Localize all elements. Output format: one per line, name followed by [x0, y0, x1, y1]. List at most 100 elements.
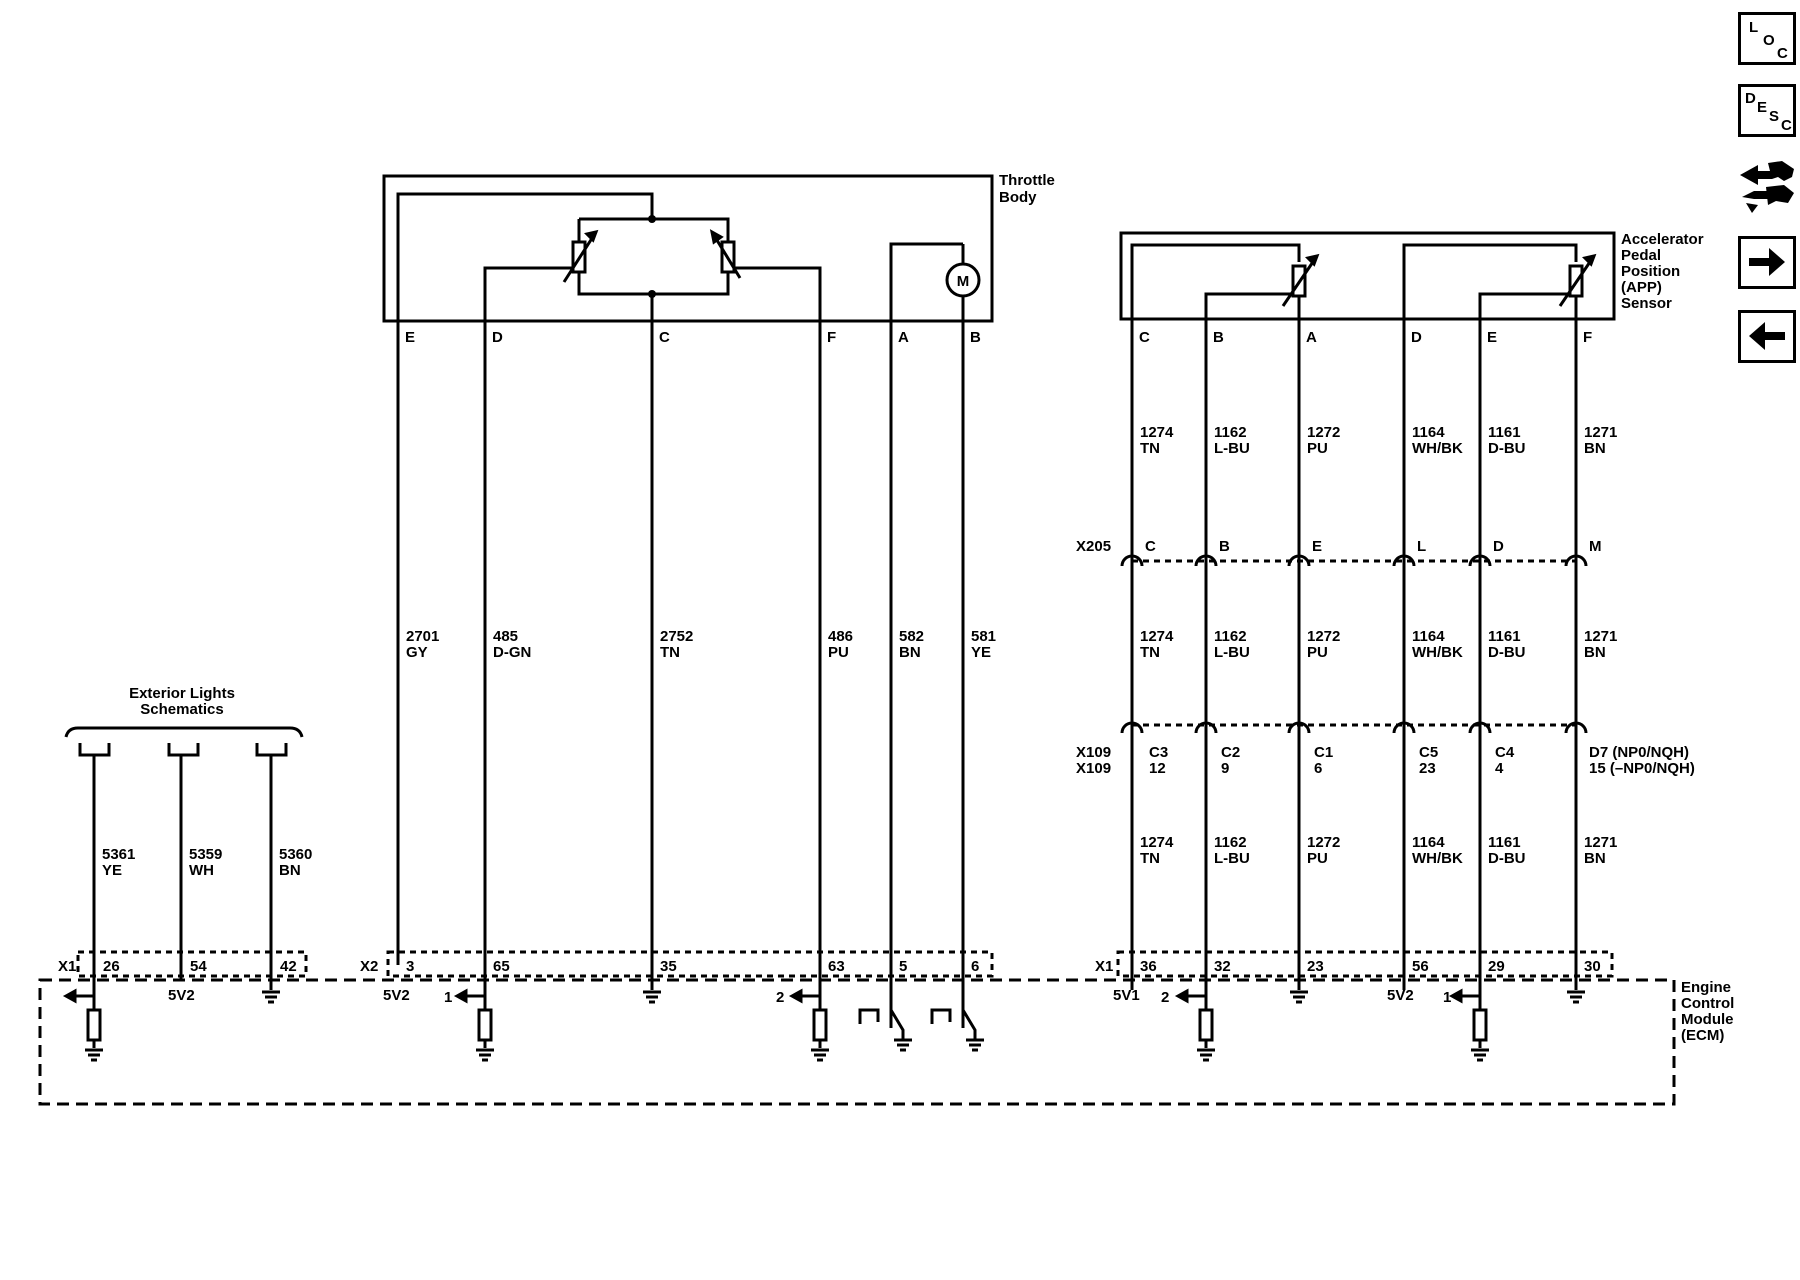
connector-tool-icon[interactable]: [1738, 155, 1796, 220]
x109-pin: C1: [1314, 744, 1333, 761]
wire-circuit: 5359: [189, 846, 222, 863]
wire-color: PU: [1307, 440, 1328, 457]
wire-color: PU: [1307, 644, 1328, 661]
ext-lights-bracket: [64, 726, 304, 757]
wire-color: WH/BK: [1412, 440, 1463, 457]
ecm-title-line: Control: [1681, 995, 1734, 1012]
throttle-wires: [396, 321, 965, 1028]
reference-voltage: 5V2: [383, 987, 410, 1004]
x205-pin: L: [1417, 538, 1426, 555]
wire-circuit: 5361: [102, 846, 135, 863]
signal-number: 2: [776, 989, 784, 1006]
x109-pin: D7 (NP0/NQH): [1589, 744, 1689, 761]
description-button[interactable]: D E S C: [1738, 84, 1796, 137]
x1-left-connector: [76, 950, 308, 978]
app-title: Accelerator Pedal Position (APP) Sensor: [1621, 231, 1704, 312]
ecm-pin: 32: [1214, 958, 1231, 975]
app-pin-labels: C B A D E F: [1139, 329, 1592, 346]
wire-color: L-BU: [1214, 850, 1250, 867]
motor-icon: M: [945, 262, 981, 298]
wire-circuit: 1164: [1412, 628, 1445, 645]
wire-color: D-BU: [1488, 644, 1526, 661]
ecm-pin: 6: [971, 958, 979, 975]
x109-pin: 23: [1419, 760, 1436, 777]
pin-label: A: [898, 329, 909, 346]
ecm-pin: 23: [1307, 958, 1324, 975]
x109-pin: 4: [1495, 760, 1504, 777]
pin-label: B: [970, 329, 981, 346]
wire-color: PU: [1307, 850, 1328, 867]
app-wire-labels-mid: 1274 TN 1162 L-BU 1272 PU 1164 WH/BK 116…: [1140, 628, 1617, 661]
wire-circuit: 1162: [1214, 834, 1247, 851]
app-title-line: Accelerator: [1621, 231, 1704, 248]
exterior-lights-ref: Exterior Lights Schematics: [129, 685, 235, 718]
app-wires: [1130, 319, 1578, 1000]
ecm-pin: 54: [190, 958, 207, 975]
connector-label: X1: [1095, 958, 1113, 975]
ecm-title-line: Engine: [1681, 979, 1731, 996]
arrow-right-icon: [1749, 248, 1785, 276]
location-button[interactable]: L O C: [1738, 12, 1796, 65]
wire-color: L-BU: [1214, 440, 1250, 457]
wire-circuit: 1272: [1307, 834, 1340, 851]
pin-label: D: [1411, 329, 1422, 346]
wire-circuit: 1164: [1412, 424, 1445, 441]
wire-circuit: 486: [828, 628, 853, 645]
connector-label: X2: [360, 958, 378, 975]
app-title-line: Position: [1621, 263, 1680, 280]
ecm-pin: 56: [1412, 958, 1429, 975]
throttle-body-component: [382, 174, 994, 330]
wire-circuit: 1162: [1214, 424, 1247, 441]
wire-color: TN: [1140, 850, 1160, 867]
x2-connector: [386, 950, 994, 978]
wire-color: BN: [1584, 440, 1606, 457]
reference-voltage: 5V2: [1387, 987, 1414, 1004]
arrow-left-icon: [1749, 322, 1785, 350]
desc-letter: E: [1757, 99, 1768, 116]
x109-pin: C4: [1495, 744, 1515, 761]
wire-color: YE: [971, 644, 991, 661]
wire-circuit: 582: [899, 628, 924, 645]
x109-pin: 12: [1149, 760, 1166, 777]
pin-label: F: [1583, 329, 1592, 346]
x109-pin: C3: [1149, 744, 1168, 761]
throttle-pin-labels: E D C F A B: [405, 329, 981, 346]
wire-color: L-BU: [1214, 644, 1250, 661]
loc-letter: C: [1777, 45, 1788, 62]
wire-circuit: 1272: [1307, 628, 1340, 645]
signal-number: 1: [1443, 989, 1451, 1006]
wire-color: PU: [828, 644, 849, 661]
wire-circuit: 1274: [1140, 424, 1174, 441]
connector-label: X1: [58, 958, 76, 975]
reference-voltage: 5V2: [168, 987, 195, 1004]
app-title-line: Pedal: [1621, 247, 1661, 264]
x205-pin: M: [1589, 538, 1602, 555]
ecm-pin: 3: [406, 958, 414, 975]
motor-driver-switch-icons: [858, 1000, 977, 1040]
ecm-title: Engine Control Module (ECM): [1681, 979, 1734, 1044]
ecm-pin: 36: [1140, 958, 1157, 975]
wire-circuit: 581: [971, 628, 996, 645]
app-sensor-component: [1119, 231, 1616, 330]
x205-pin: D: [1493, 538, 1504, 555]
wire-circuit: 2701: [406, 628, 439, 645]
x109-pin: 15 (–NP0/NQH): [1589, 760, 1695, 777]
wire-circuit: 485: [493, 628, 518, 645]
ecm-title-line: (ECM): [1681, 1027, 1724, 1044]
wire-circuit: 1274: [1140, 628, 1174, 645]
wire-circuit: 2752: [660, 628, 693, 645]
pin-label: E: [1487, 329, 1497, 346]
wire-color: D-BU: [1488, 440, 1526, 457]
x109-label-1: X109: [1076, 744, 1111, 761]
wire-circuit: 1161: [1488, 628, 1521, 645]
x109-label-2: X109: [1076, 760, 1111, 777]
wire-circuit: 1161: [1488, 834, 1521, 851]
x1-right-connector: [1116, 950, 1614, 978]
ecm-pin: 63: [828, 958, 845, 975]
wire-circuit: 1271: [1584, 628, 1617, 645]
app-wire-labels-bottom: 1274 TN 1162 L-BU 1272 PU 1164 WH/BK 116…: [1140, 834, 1617, 867]
next-page-button[interactable]: [1738, 236, 1796, 289]
previous-page-button[interactable]: [1738, 310, 1796, 363]
app-sensor-box: [1119, 231, 1616, 321]
